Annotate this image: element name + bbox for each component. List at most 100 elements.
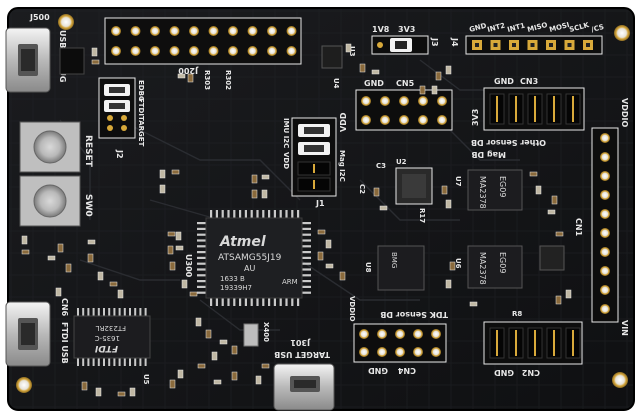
mounting-hole-bl	[16, 377, 32, 393]
sw0-label: SW0	[83, 194, 93, 217]
smd-component	[177, 369, 184, 379]
header-pin	[377, 329, 387, 339]
mag-i2c-label: Mag I2C	[338, 150, 346, 182]
smd-component	[469, 301, 478, 307]
header-pin	[189, 46, 199, 56]
reset-label: RESET	[83, 135, 93, 168]
header-pin	[228, 26, 238, 36]
smd-component	[159, 184, 166, 194]
header-pin	[361, 115, 371, 125]
header-pin	[359, 329, 369, 339]
header-pin	[267, 26, 277, 36]
j2-label: J2	[115, 149, 124, 159]
mcu-chip: Atmel ATSAMG55J19 AU 1633 B 19339H7 ARM	[197, 210, 311, 306]
j200-header	[104, 17, 302, 65]
smd-component	[91, 47, 98, 57]
header-pin	[437, 96, 447, 106]
header-pin	[208, 46, 219, 56]
smd-component	[219, 339, 228, 345]
u8-chip	[377, 245, 425, 291]
header-pin	[380, 96, 390, 106]
header-pin	[189, 26, 199, 36]
header-pin	[600, 266, 610, 276]
smd-component	[345, 43, 352, 53]
smd-component	[547, 209, 556, 215]
smd-component	[175, 231, 182, 241]
smd-component	[195, 317, 202, 327]
smd-component	[373, 187, 380, 197]
header-pin	[600, 247, 610, 257]
header-pin	[169, 26, 180, 36]
smd-component	[57, 243, 64, 253]
u7-label: U7	[454, 176, 462, 187]
header-pin	[600, 152, 610, 162]
cn5-vdd-label: VDD	[339, 112, 348, 132]
j200-pins	[111, 26, 297, 56]
smd-component	[261, 174, 270, 180]
mcu-brand-label: Atmel	[219, 234, 266, 250]
header-pin	[395, 347, 405, 357]
cn5-label: CN5	[396, 79, 415, 88]
smd-component	[555, 231, 564, 237]
ftdi-chip-part: FT232RL	[96, 324, 126, 332]
header-pin	[413, 347, 423, 357]
header-pin	[359, 347, 369, 357]
mag-db-label: Mag DB	[471, 150, 506, 159]
ftdi-chip-date: 1635-C	[95, 334, 120, 342]
smd-component	[177, 73, 186, 79]
smd-component	[441, 185, 448, 195]
header-pin	[150, 46, 160, 56]
cn3-label: CN3	[520, 77, 538, 86]
smd-component	[187, 73, 194, 83]
u8-label: U8	[364, 262, 372, 273]
cn4-gnd-label: GND	[368, 366, 388, 375]
header-pin	[150, 26, 160, 36]
j500-label: J500	[29, 13, 50, 22]
header-pin	[267, 46, 277, 56]
smd-component	[55, 287, 62, 297]
cn6-label: CN6	[60, 298, 69, 317]
smd-component	[445, 199, 452, 209]
smd-component	[251, 174, 258, 184]
header-pin	[111, 26, 121, 36]
cn3-gnd-label: GND	[494, 77, 514, 86]
header-pin	[600, 190, 610, 200]
j200-label: J200	[178, 66, 199, 75]
header-pin	[600, 285, 610, 295]
smd-component	[317, 251, 324, 261]
vddio-label: VDDIO	[620, 98, 629, 127]
header-pin	[600, 171, 610, 181]
header-pin	[228, 46, 238, 56]
u300-label: U300	[184, 254, 193, 278]
smd-component	[47, 255, 56, 261]
smd-component	[21, 249, 30, 255]
smd-component	[21, 235, 28, 245]
j4-cs-label: /CS	[590, 23, 605, 34]
smd-component	[231, 345, 238, 355]
smd-component	[169, 379, 176, 389]
smd-component	[435, 71, 442, 81]
smd-component	[445, 279, 452, 289]
smd-component	[379, 205, 388, 211]
smd-component	[325, 239, 332, 249]
vin-label: VIN	[620, 320, 629, 336]
smd-component	[167, 231, 176, 237]
smd-component	[109, 281, 118, 287]
mounting-hole-tr	[614, 25, 630, 41]
header-pin	[286, 26, 297, 36]
mcu-part-label: ATSAMG55J19	[218, 253, 282, 263]
vdd-j1-label: VDD	[282, 152, 290, 169]
smd-component	[169, 261, 176, 271]
ftdi-chip: FTDI FT232RL 1635-C	[73, 308, 151, 366]
header-pin	[111, 46, 121, 56]
edbg-label: EDBG	[137, 80, 145, 102]
smd-component	[325, 263, 334, 269]
u4-chip	[539, 245, 565, 271]
cn5-gnd-label: GND	[364, 79, 384, 88]
smd-component	[175, 245, 184, 251]
smd-component	[565, 289, 572, 299]
smd-component	[129, 387, 136, 397]
mounting-hole-tl	[58, 14, 74, 30]
u6-label: U6	[454, 258, 462, 269]
smd-component	[555, 295, 562, 305]
